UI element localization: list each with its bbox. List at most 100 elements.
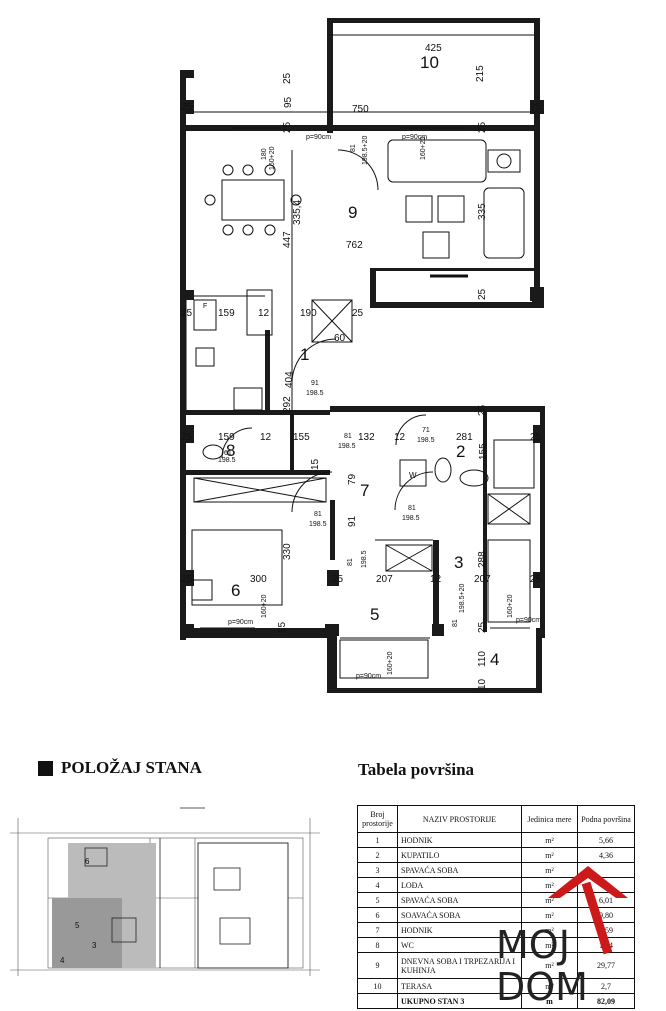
square-bullet-icon	[38, 760, 53, 776]
dim-label: 60	[334, 333, 346, 344]
svg-text:4: 4	[60, 956, 65, 965]
window-dim: 160+20	[261, 594, 268, 618]
door-dim: 198.5	[361, 550, 368, 568]
room-number: 2	[456, 442, 465, 461]
area-table-title: Tabela površina	[358, 760, 475, 779]
table-header: Broj prostorije NAZIV PROSTORIJE Jedinic…	[357, 805, 635, 833]
room-number: 7	[360, 481, 369, 500]
door-dim: 198.5	[402, 515, 420, 522]
dim-label: 404	[284, 371, 295, 388]
dim-label: 25	[277, 621, 288, 633]
dim-label: 25	[477, 404, 488, 416]
dim-label: 91	[347, 515, 358, 527]
svg-text:DOM: DOM	[496, 965, 588, 1008]
room-number: 4	[490, 650, 499, 669]
moj-dom-logo: MOJ DOM	[496, 866, 628, 1008]
dim-label: 25	[530, 574, 542, 585]
room-number: 1	[300, 345, 309, 364]
dim-label: 215	[475, 65, 486, 82]
dim-label: 207	[474, 574, 491, 585]
room-number: 6	[231, 581, 240, 600]
dim-label: 300	[250, 574, 267, 585]
room-number: 10	[420, 53, 439, 72]
dim-label: 12	[260, 432, 272, 443]
dim-label: 750	[352, 104, 369, 115]
location-heading: POLOŽAJ STANA	[38, 758, 202, 778]
dim-label: 95	[283, 96, 294, 108]
building-location-plan: 5 3 4 6	[10, 807, 320, 976]
dim-label: 159	[218, 308, 235, 319]
dim-label: 281	[456, 432, 473, 443]
dim-label: 12	[430, 574, 442, 585]
dim-label: 25	[530, 102, 542, 113]
svg-text:MOJ: MOJ	[496, 923, 570, 967]
door-dim: 81	[452, 619, 459, 627]
dim-label: 25	[181, 574, 193, 585]
door-dim: 71	[422, 427, 430, 434]
door-dim: 198.5	[309, 521, 327, 528]
door-dim: 61	[224, 450, 232, 457]
room-labels: 10 9 1 2 8 7 3 6 5 4	[226, 53, 499, 669]
window-dim: p=90cm	[402, 134, 427, 141]
dim-label: 25	[181, 308, 193, 319]
door-dim: 198.5	[417, 437, 435, 444]
dim-label: 762	[346, 240, 363, 251]
window-dim: p=90cm	[228, 619, 253, 626]
dim-label: 79	[347, 473, 358, 485]
dim-label: 155	[478, 443, 489, 460]
door-dim: 198.5	[306, 390, 324, 397]
dim-label: 292	[282, 396, 293, 413]
dim-label: 25	[352, 308, 364, 319]
door-dim: 198.5	[338, 443, 356, 450]
dim-label: 447	[282, 231, 293, 248]
column-header: Jedinica mere	[521, 805, 578, 833]
window-dim: p=90cm	[306, 134, 331, 141]
dim-label: 425	[425, 43, 442, 54]
dim-label: 12	[258, 308, 270, 319]
floor-plan: 10 9 1 2 8 7 3 6 5 4 425 215 750 95 762 …	[180, 18, 545, 693]
washer-label: W	[409, 471, 417, 480]
door-dim: 198.5	[218, 457, 236, 464]
dim-label: 10	[477, 678, 488, 690]
walls	[180, 18, 545, 693]
window-dim: 180	[261, 148, 268, 160]
dim-label: 25	[477, 121, 488, 133]
room-number: 8	[226, 441, 235, 460]
dim-label: 25	[282, 72, 293, 84]
column-header: Podna površina	[577, 805, 635, 833]
door-dim: 81	[408, 505, 416, 512]
dim-label: 335	[477, 203, 488, 220]
svg-text:6: 6	[85, 857, 90, 866]
dim-label: 190	[300, 308, 317, 319]
dim-label: 12	[394, 432, 406, 443]
dim-label: 335,4	[292, 200, 303, 225]
room-number: 3	[454, 553, 463, 572]
window-dim: 160+20	[420, 136, 427, 160]
dim-label: 155	[293, 432, 310, 443]
fridge-label: F	[203, 303, 207, 310]
column-header: NAZIV PROSTORIJE	[397, 805, 522, 833]
dim-label: 15	[310, 458, 321, 470]
dim-label: 330	[282, 543, 293, 560]
door-dim: 81	[344, 433, 352, 440]
dimension-labels: 425 215 750 95 762 447 335,4 335 159 12 …	[181, 43, 542, 690]
door-dim: 81	[350, 144, 357, 152]
column-header: Broj prostorije	[357, 805, 398, 833]
dim-label: 25	[477, 288, 488, 300]
door-dim: 198.5+20	[459, 584, 466, 613]
dim-label: 25	[181, 432, 193, 443]
inner-lines	[185, 34, 540, 639]
dim-label: 207	[376, 574, 393, 585]
dim-label: 110	[477, 651, 488, 667]
door-dim: 91	[311, 380, 319, 387]
dim-label: 25	[181, 102, 193, 113]
svg-text:3: 3	[92, 941, 97, 950]
room-number: 9	[348, 203, 357, 222]
door-dim: 81	[347, 558, 354, 566]
furniture	[191, 139, 535, 679]
